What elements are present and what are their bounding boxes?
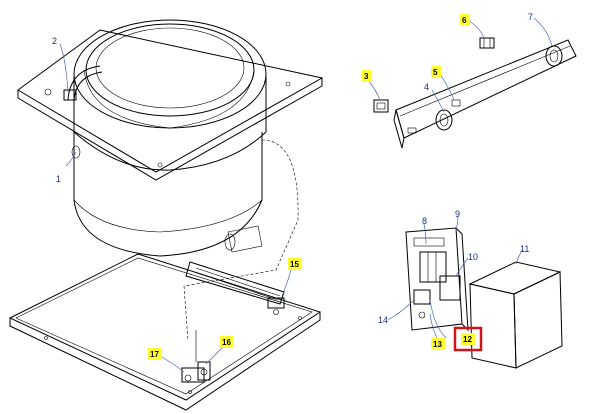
heating-element — [185, 261, 285, 315]
callout-17-highlight — [148, 348, 162, 360]
callout-2[interactable]: 2 — [52, 36, 57, 46]
callout-13[interactable]: 13 — [433, 340, 442, 349]
rocker-switch — [373, 99, 389, 113]
base-plate — [8, 253, 322, 411]
callout-12-selection — [453, 326, 483, 352]
leader-lines — [59, 17, 553, 373]
callout-labels: 1 2 3 4 5 6 7 8 9 10 11 12 13 14 15 16 1… — [52, 12, 533, 360]
electrical-box — [405, 227, 469, 332]
callout-8[interactable]: 8 — [422, 216, 427, 226]
terminal-block — [479, 37, 495, 49]
callout-13-highlight — [431, 338, 445, 350]
callout-6[interactable]: 6 — [462, 16, 467, 25]
callout-3[interactable]: 3 — [364, 72, 369, 81]
control-panel — [393, 39, 577, 149]
callout-15-highlight — [288, 258, 302, 270]
callout-7[interactable]: 7 — [528, 12, 533, 22]
callout-9[interactable]: 9 — [455, 209, 460, 219]
callout-15[interactable]: 15 — [290, 260, 299, 269]
callout-5-highlight — [431, 66, 441, 78]
callout-16-highlight — [220, 336, 234, 348]
callout-17[interactable]: 17 — [150, 350, 159, 359]
callout-12[interactable]: 12 — [463, 335, 472, 344]
callout-14[interactable]: 14 — [378, 315, 388, 325]
drain-valves — [181, 330, 211, 383]
callout-1[interactable]: 1 — [56, 174, 61, 184]
callout-16[interactable]: 16 — [222, 338, 231, 347]
top-frame — [17, 29, 324, 181]
callout-3-highlight — [362, 70, 372, 82]
pipe-fitting — [63, 65, 103, 101]
callout-6-highlight — [460, 14, 470, 26]
callout-5[interactable]: 5 — [433, 68, 438, 77]
callout-11[interactable]: 11 — [520, 244, 529, 254]
callout-4[interactable]: 4 — [424, 82, 429, 92]
tank-lid — [73, 19, 267, 171]
callout-10[interactable]: 10 — [468, 252, 478, 262]
tank-body — [71, 132, 299, 341]
box-cover — [468, 261, 563, 369]
callout-12-highlight — [461, 333, 475, 345]
